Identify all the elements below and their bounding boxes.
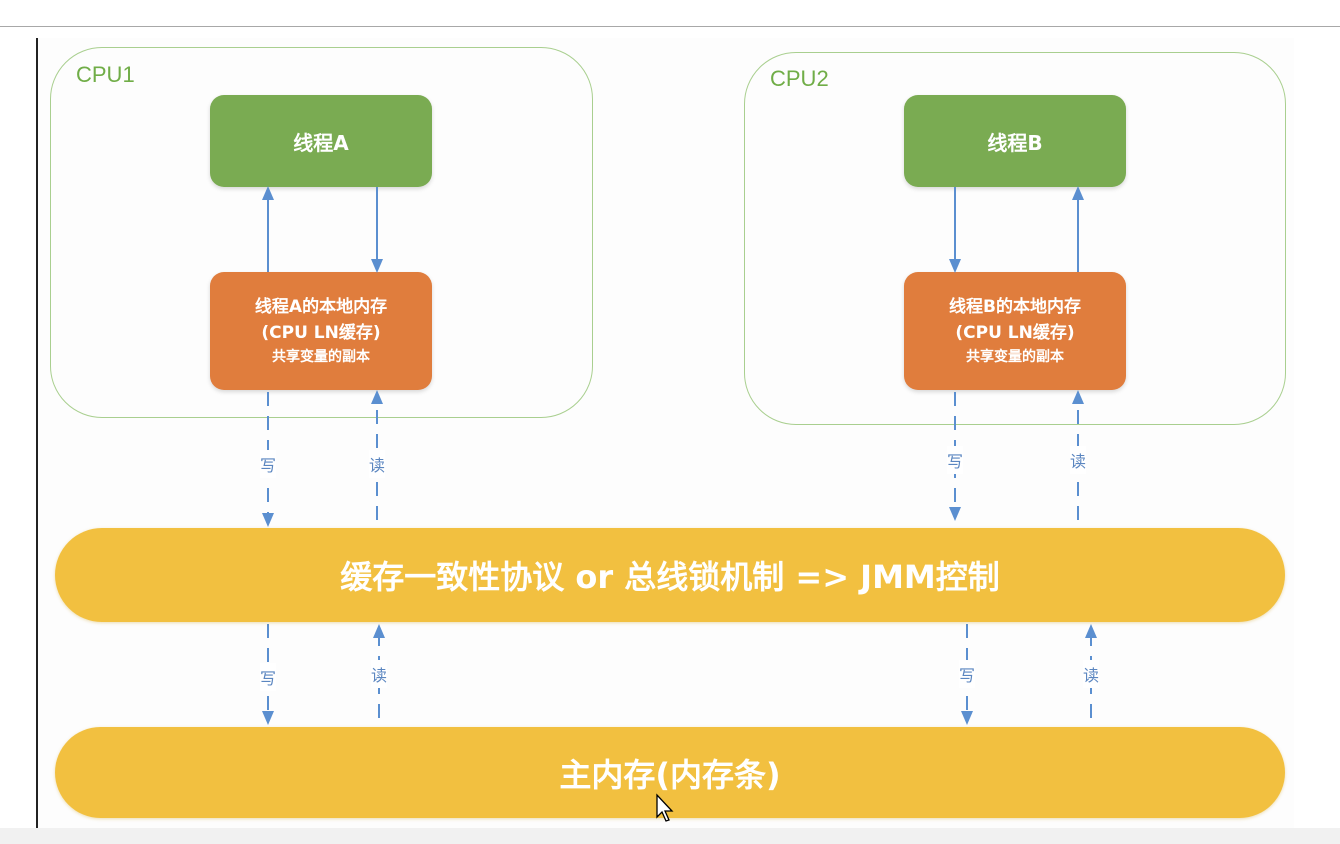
- thread-a-box: 线程A: [210, 95, 432, 187]
- arrowhead: [961, 711, 973, 725]
- label-b-read-upper: 读: [1070, 446, 1087, 474]
- main-memory-band: 主内存(内存条): [55, 727, 1285, 818]
- thread-b-local-memory: 线程B的本地内存 (CPU LN缓存) 共享变量的副本: [904, 272, 1126, 390]
- local-memory-desc: 共享变量的副本: [272, 349, 370, 365]
- arrowhead: [1072, 390, 1084, 404]
- left-border: [36, 38, 38, 828]
- cpu1-label: CPU1: [76, 62, 135, 87]
- cache-coherence-band: 缓存一致性协议 or 总线锁机制 => JMM控制: [55, 528, 1285, 622]
- label-a-read-upper: 读: [369, 450, 386, 478]
- local-memory-title: 线程A的本地内存: [254, 297, 388, 317]
- arrowhead: [262, 186, 274, 200]
- top-divider: [0, 26, 1340, 27]
- label-b-write-upper: 写: [947, 446, 964, 474]
- arrowhead: [371, 390, 383, 404]
- local-memory-cache: (CPU LN缓存): [955, 323, 1075, 343]
- arrowhead: [949, 259, 961, 273]
- arrowhead: [373, 624, 385, 638]
- arrowhead: [1072, 186, 1084, 200]
- label-a-write-lower: 写: [260, 663, 277, 691]
- cpu2-label: CPU2: [770, 66, 829, 91]
- local-memory-title: 线程B的本地内存: [949, 297, 1081, 317]
- arrowhead: [262, 513, 274, 527]
- label-b-read-lower: 读: [1083, 660, 1100, 688]
- label-a-read-lower: 读: [371, 660, 388, 688]
- cpu2-box: [744, 52, 1286, 425]
- local-memory-cache: (CPU LN缓存): [261, 323, 381, 343]
- arrowhead: [371, 259, 383, 273]
- arrowhead: [949, 507, 961, 521]
- local-memory-desc: 共享变量的副本: [966, 349, 1064, 365]
- thread-a-local-memory: 线程A的本地内存 (CPU LN缓存) 共享变量的副本: [210, 272, 432, 390]
- thread-b-box: 线程B: [904, 95, 1126, 187]
- cpu1-box: [50, 47, 593, 418]
- bottom-bar: [0, 828, 1340, 844]
- arrowhead: [1085, 624, 1097, 638]
- label-b-write-lower: 写: [959, 660, 976, 688]
- arrowhead: [262, 711, 274, 725]
- label-a-write-upper: 写: [260, 450, 277, 478]
- mouse-cursor-icon: [656, 793, 674, 822]
